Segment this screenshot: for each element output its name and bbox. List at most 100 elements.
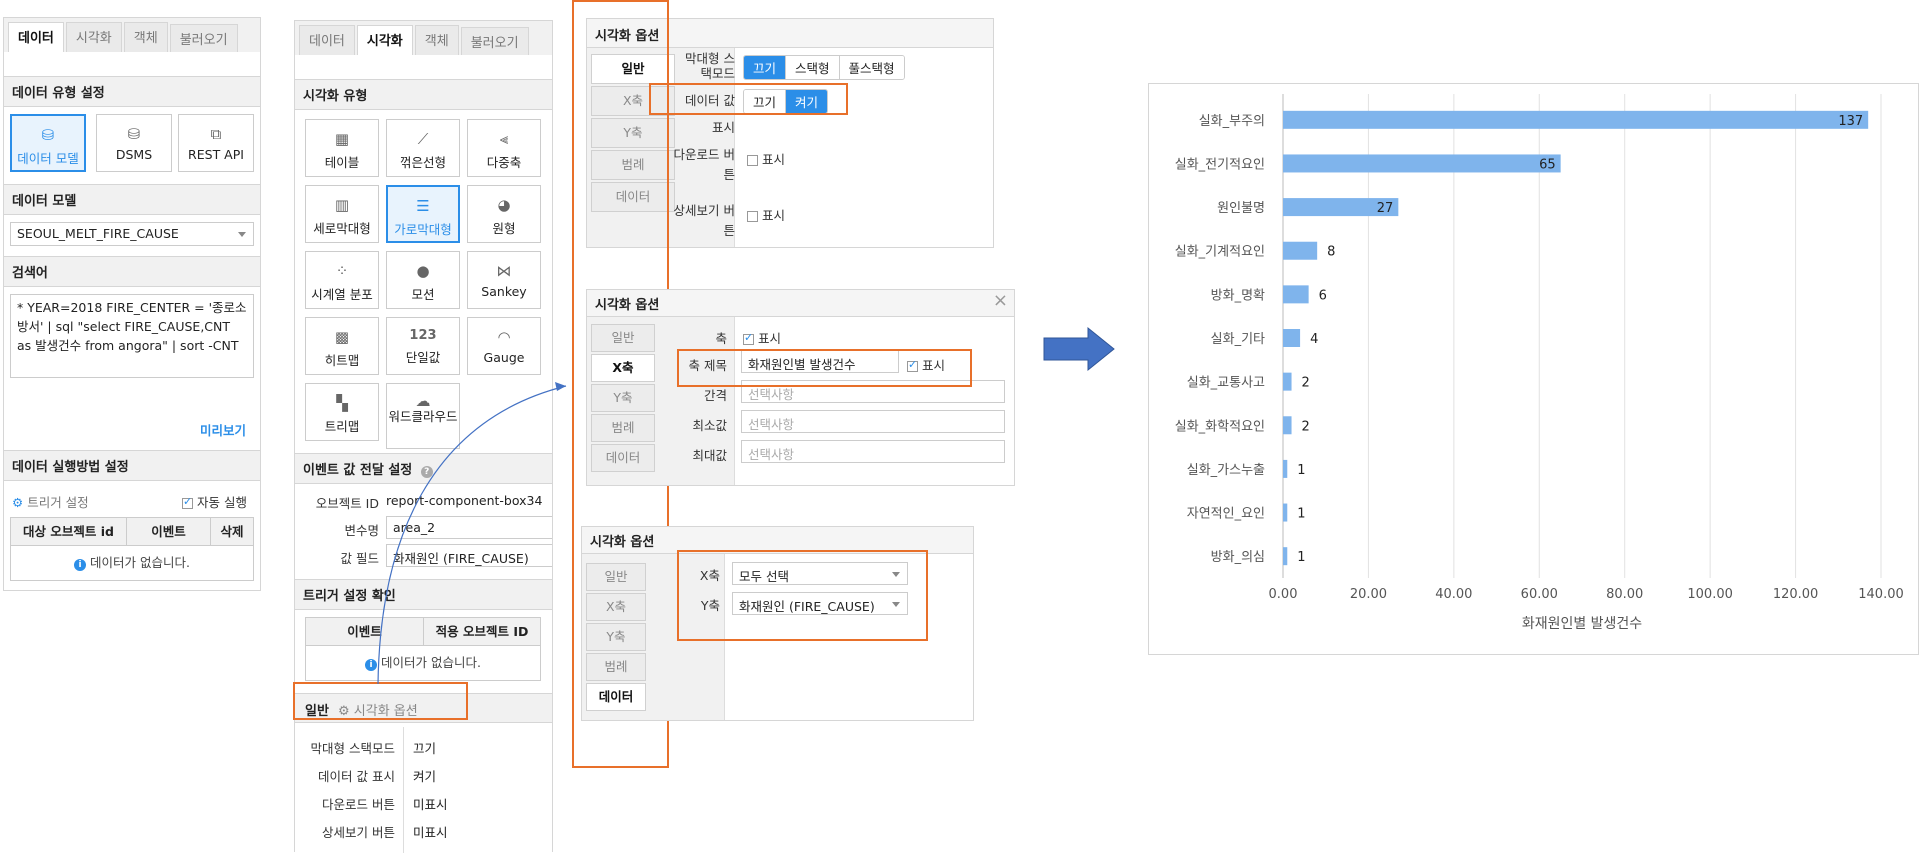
y-axis-select[interactable]: 화재원인 (FIRE_CAUSE): [732, 592, 908, 615]
trigger-settings-link[interactable]: ⚙ 트리거 설정: [12, 495, 89, 510]
tab-load[interactable]: 불러오기: [460, 27, 529, 55]
opt2-tab-data[interactable]: 데이터: [591, 444, 655, 472]
opt3-y-label: Y축: [700, 598, 720, 613]
data-label: 2: [1302, 419, 1310, 434]
data-settings-panel: 데이터 시각화 객체 불러오기 데이터 유형 설정 ⛁ 데이터 모델 ⛁ DSM…: [3, 17, 261, 591]
opt1-tab-legend[interactable]: 범례: [591, 150, 675, 180]
opt3-tab-legend[interactable]: 범례: [586, 653, 646, 681]
data-value-off-option[interactable]: 끄기: [744, 90, 787, 113]
vis-horizontal-bar-button[interactable]: ☰가로막대형: [386, 185, 460, 243]
api-icon: ⧉: [210, 125, 222, 143]
data-label: 1: [1297, 507, 1305, 522]
stack-full-option[interactable]: 풀스택형: [839, 56, 904, 79]
detail-checkbox[interactable]: 표시: [747, 205, 785, 224]
opt2-tab-legend[interactable]: 범례: [591, 414, 655, 442]
vis-multiaxis-button[interactable]: ⫷다중축: [467, 119, 541, 177]
var-name-input[interactable]: area_2: [386, 516, 552, 539]
empty-row: i 데이터가 없습니다.: [11, 546, 253, 580]
vis-gauge-button[interactable]: ◠Gauge: [467, 317, 541, 375]
query-heading: 검색어: [4, 256, 260, 287]
exec-heading: 데이터 실행방법 설정: [4, 450, 260, 481]
tab-object[interactable]: 객체: [414, 25, 459, 55]
vis-motion-button[interactable]: ●모션: [386, 251, 460, 309]
bar: [1283, 372, 1292, 391]
opt1-tab-general[interactable]: 일반: [591, 54, 675, 84]
x-tick-label: 0.00: [1269, 587, 1298, 602]
stack-stacked-option[interactable]: 스택형: [786, 56, 840, 79]
vis-heatmap-button[interactable]: ▩히트맵: [305, 317, 379, 375]
tab-data[interactable]: 데이터: [299, 25, 355, 55]
x-axis-title: 화재원인별 발생건수: [1522, 616, 1642, 632]
auto-run-checkbox[interactable]: 자동 실행: [182, 492, 247, 511]
vis-sankey-button[interactable]: ⋈Sankey: [467, 251, 541, 309]
tab-visualization[interactable]: 시각화: [65, 22, 122, 52]
tab-data[interactable]: 데이터: [8, 22, 64, 52]
column-chart-icon: ▥: [334, 196, 350, 214]
data-value-on-option[interactable]: 켜기: [786, 90, 828, 113]
bar: [1283, 329, 1301, 347]
opt1-tab-data[interactable]: 데이터: [591, 182, 675, 212]
x-axis-select[interactable]: 모두 선택: [732, 562, 908, 585]
preview-link[interactable]: 미리보기: [200, 423, 247, 438]
opt2-tab-yaxis[interactable]: Y축: [591, 384, 655, 412]
vis-line-button[interactable]: ⟋꺾은선형: [386, 119, 460, 177]
tab-general[interactable]: 일반: [305, 704, 329, 719]
rest-api-button[interactable]: ⧉ REST API: [178, 114, 254, 172]
opt3-tab-general[interactable]: 일반: [586, 563, 646, 591]
dsms-button[interactable]: ⛁ DSMS: [96, 114, 172, 172]
data-value-segment[interactable]: 끄기 켜기: [743, 89, 829, 114]
tab-load[interactable]: 불러오기: [169, 24, 238, 52]
data-model-select[interactable]: SEOUL_MELT_FIRE_CAUSE: [10, 222, 254, 246]
close-icon[interactable]: ×: [992, 290, 1008, 311]
category-label: 원인불명: [1217, 201, 1265, 216]
axis-show-checkbox[interactable]: 표시: [743, 328, 781, 347]
vis-treemap-button[interactable]: ▚트리맵: [305, 383, 379, 441]
highlight-axis-title: [677, 349, 972, 387]
vis-timeseries-button[interactable]: ⁘시계열 분포: [305, 251, 379, 309]
vis-wordcloud-button[interactable]: ☁워드클라우드: [386, 383, 460, 449]
x-tick-label: 100.00: [1687, 587, 1733, 602]
opt3-tab-yaxis[interactable]: Y축: [586, 623, 646, 651]
query-textarea[interactable]: * YEAR=2018 FIRE_CENTER = '종로소방서' | sql …: [10, 294, 254, 378]
x-tick-label: 40.00: [1435, 587, 1472, 602]
vis-pie-button[interactable]: ◕원형: [467, 185, 541, 243]
connector-arrowhead: [555, 382, 566, 391]
stack-off-option[interactable]: 끄기: [744, 56, 787, 79]
opt1-tab-xaxis[interactable]: X축: [591, 86, 675, 116]
download-checkbox[interactable]: 표시: [747, 149, 785, 168]
treemap-icon: ▚: [336, 394, 348, 412]
stack-mode-segment[interactable]: 끄기 스택형 풀스택형: [743, 55, 905, 80]
data-label: 27: [1377, 201, 1394, 216]
event-heading: 이벤트 값 전달 설정 ?: [295, 453, 552, 484]
axis-title-show-checkbox[interactable]: 표시: [907, 355, 945, 374]
tab-vis-options[interactable]: ⚙ 시각화 옵션: [338, 704, 418, 719]
opt2-tab-xaxis[interactable]: X축: [591, 354, 655, 382]
chevron-down-icon: [892, 602, 900, 607]
opt1-tab-yaxis[interactable]: Y축: [591, 118, 675, 148]
help-icon[interactable]: ?: [420, 466, 433, 478]
tab-object[interactable]: 객체: [123, 22, 168, 52]
min-input[interactable]: 선택사항: [741, 410, 1005, 433]
vis-options-panel-data: 시각화 옵션 일반 X축 Y축 범례 데이터 X축 모두 선택 Y축 화재원인 …: [581, 526, 974, 721]
highlight-general-tab: [293, 682, 468, 720]
object-id-label: 오브젝트 ID: [315, 496, 379, 511]
value-field-select[interactable]: 화재원인 (FIRE_CAUSE): [386, 544, 552, 567]
data-label: 65: [1539, 157, 1556, 172]
category-label: 방화_명확: [1211, 288, 1265, 303]
max-input[interactable]: 선택사항: [741, 440, 1005, 463]
vis-table-button[interactable]: ▦테이블: [305, 119, 379, 177]
opt3-tab-data[interactable]: 데이터: [586, 683, 646, 711]
chevron-down-icon: [238, 232, 246, 237]
gear-icon: ⚙: [12, 495, 24, 510]
vis-column-button[interactable]: ▥세로막대형: [305, 185, 379, 243]
opt2-title: 시각화 옵션: [595, 298, 660, 313]
data-model-button[interactable]: ⛁ 데이터 모델: [10, 114, 86, 172]
opt3-tab-xaxis[interactable]: X축: [586, 593, 646, 621]
category-label: 방화_의심: [1211, 550, 1265, 565]
database-filter-icon: ⛁: [41, 126, 55, 144]
tab-visualization[interactable]: 시각화: [356, 25, 413, 55]
opt2-tab-general[interactable]: 일반: [591, 324, 655, 352]
opt2-axis-title-label: 축 제목: [688, 358, 727, 373]
trigger-check-heading: 트리거 설정 확인: [295, 579, 552, 610]
